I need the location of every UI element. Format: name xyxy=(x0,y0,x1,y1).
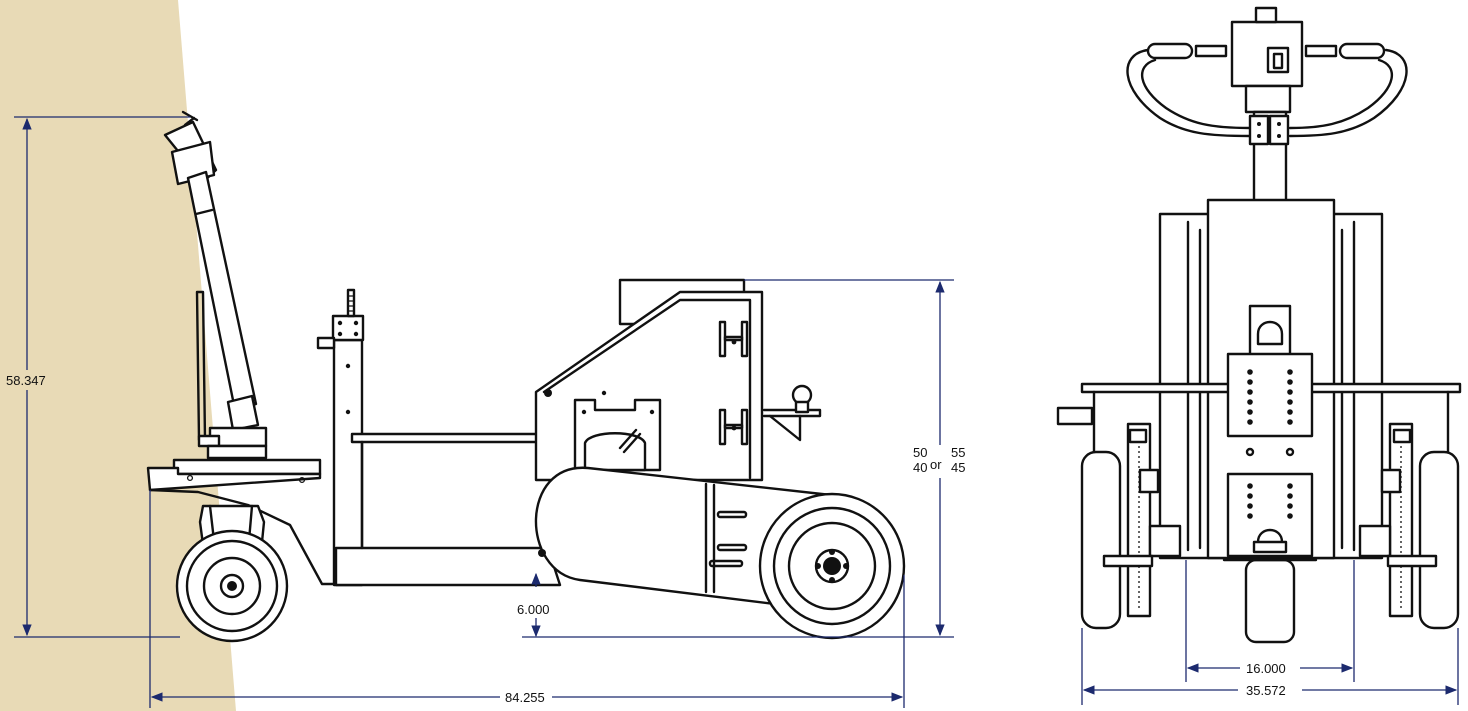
dim-deck-a-bottom: 40 xyxy=(913,460,927,475)
drive-housing xyxy=(534,278,822,482)
dim-deck-b-top: 55 xyxy=(951,445,965,460)
dim-deck-a-top: 50 xyxy=(913,445,927,460)
handlebar xyxy=(1126,6,1408,206)
tiller-arm xyxy=(163,110,268,448)
dim-overall-height: 58.347 xyxy=(6,373,46,388)
front-view xyxy=(1056,6,1462,644)
dim-overall-width: 35.572 xyxy=(1246,683,1286,698)
dim-deck-or: or xyxy=(930,457,942,472)
caster-wheel xyxy=(175,504,289,643)
dim-deck-b-bottom: 45 xyxy=(951,460,965,475)
dim-overall-length: 84.255 xyxy=(505,690,545,705)
front-wheels xyxy=(1080,422,1460,644)
dim-ground-clearance: 6.000 xyxy=(517,602,550,617)
dimension-lines xyxy=(14,116,1459,708)
dim-inner-width: 16.000 xyxy=(1246,661,1286,676)
frame-rails xyxy=(334,432,562,587)
operator-deck xyxy=(146,444,342,586)
hitch-plates xyxy=(1226,304,1314,558)
drive-wheel-assembly xyxy=(534,466,906,640)
side-view xyxy=(146,110,906,643)
